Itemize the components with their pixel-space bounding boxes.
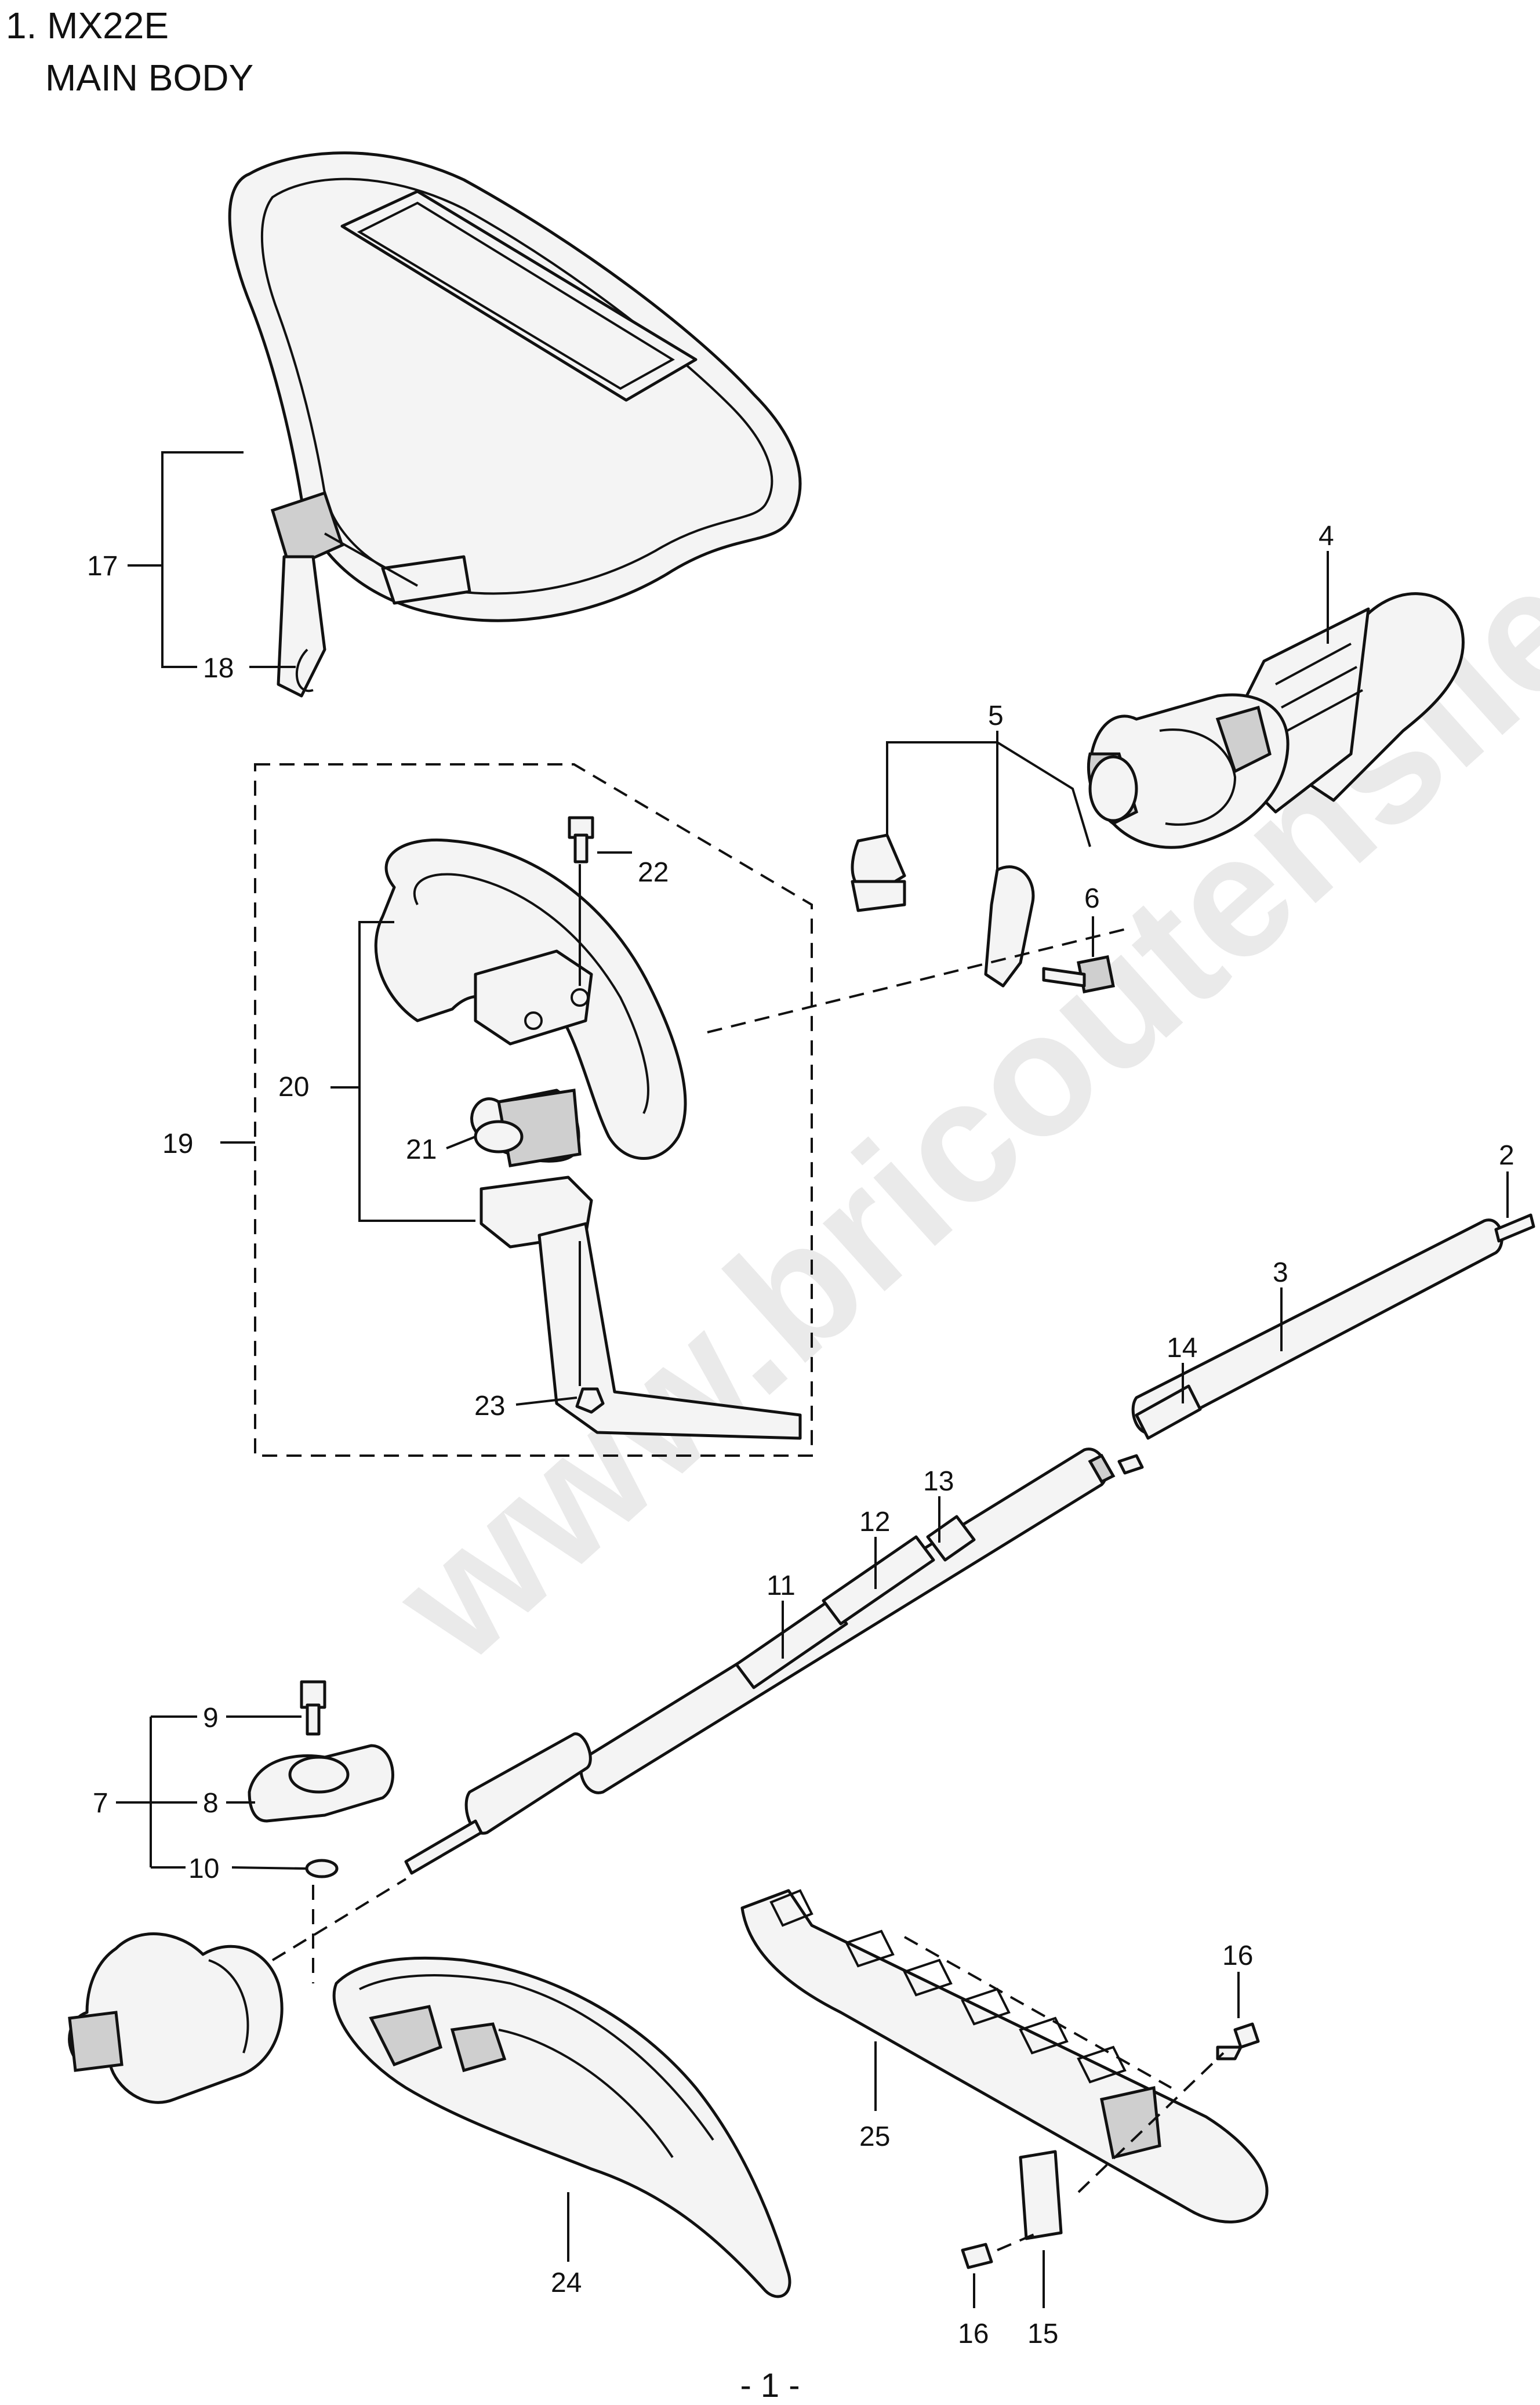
guard-cover (740, 1889, 1269, 2269)
callout-20: 20 (278, 1072, 309, 1102)
callout-8: 8 (203, 1788, 219, 1819)
callout-16-lower: 16 (958, 2319, 989, 2349)
diagram-title-model: 1. MX22E (6, 5, 169, 46)
callout-12: 12 (859, 1507, 890, 1537)
callout-14: 14 (1167, 1333, 1197, 1363)
callout-21: 21 (406, 1134, 437, 1165)
callout-9: 9 (203, 1703, 219, 1733)
callout-18: 18 (203, 653, 234, 684)
callout-5: 5 (988, 701, 1004, 731)
callout-25: 25 (859, 2121, 890, 2152)
callout-23: 23 (474, 1391, 505, 1421)
callout-16-upper: 16 (1222, 1940, 1253, 1971)
gear-head (68, 1932, 284, 2104)
bracket-17-18 (161, 451, 244, 668)
callout-22: 22 (638, 857, 669, 888)
callout-3: 3 (1273, 1257, 1288, 1288)
callout-2: 2 (1499, 1140, 1514, 1171)
callout-19: 19 (162, 1129, 193, 1159)
loop-handle (374, 816, 802, 1440)
callout-7: 7 (93, 1788, 108, 1819)
callout-24: 24 (551, 2268, 582, 2298)
callout-15: 15 (1027, 2319, 1058, 2349)
drive-shaft (404, 1213, 1535, 1875)
callout-4: 4 (1319, 521, 1334, 552)
page-number: - 1 - (740, 2367, 800, 2404)
callout-6: 6 (1084, 883, 1100, 914)
callout-11: 11 (767, 1570, 796, 1601)
mounting-clamp (851, 833, 1115, 993)
blade-guard (332, 1956, 791, 2298)
callout-10: 10 (188, 1853, 219, 1884)
callout-13: 13 (923, 1466, 954, 1497)
engine-assembly (1087, 592, 1465, 849)
shoulder-harness (228, 151, 802, 698)
diagram-title-section: MAIN BODY (45, 57, 254, 99)
shaft-clamp (248, 1680, 394, 1878)
callout-17: 17 (87, 551, 118, 582)
